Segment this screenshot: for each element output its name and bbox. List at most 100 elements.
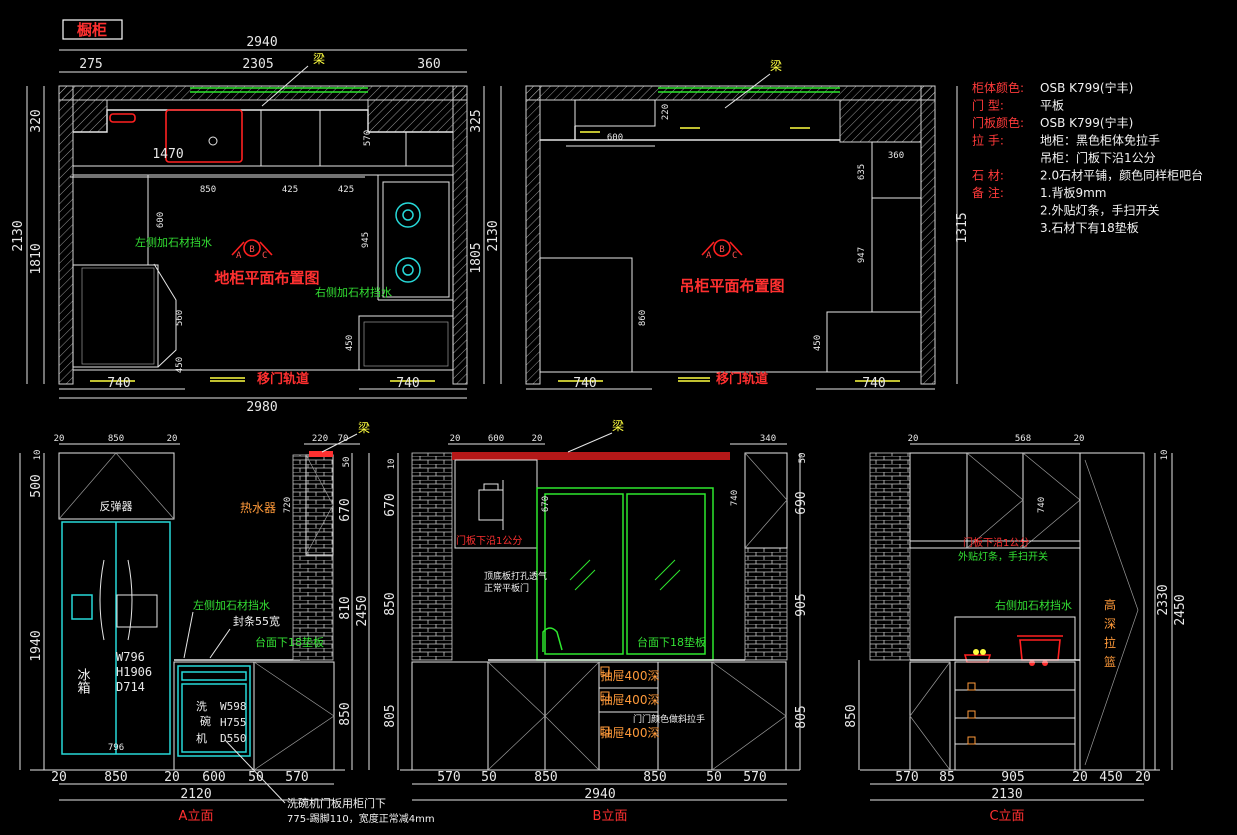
sink — [165, 109, 243, 163]
dim-top-right: 360 — [417, 57, 440, 72]
b-vent-note-2: 正常平板门 — [484, 582, 529, 594]
sheet-title-box: 橱柜 — [62, 19, 123, 40]
dim-sink-width: 1470 — [152, 147, 183, 162]
fridge-label: 冰箱 — [75, 668, 91, 694]
dim-right-total: 2130 — [486, 220, 501, 251]
a-dim-10: 10 — [33, 450, 43, 461]
dim-945: 945 — [361, 232, 371, 248]
spec-value: OSB K799(宁丰) — [1040, 80, 1133, 95]
b-dim-r805: 805 — [794, 705, 809, 728]
spec-key: 拉 手: — [972, 133, 1004, 148]
heater-label: 热水器 — [240, 501, 276, 515]
spec-key: 门板颜色: — [972, 115, 1024, 130]
dim-left-bottom: 1810 — [29, 243, 44, 274]
spec-value: 1.背板9mm — [1040, 186, 1106, 200]
a-dim-total: 2120 — [180, 787, 211, 802]
dim-top-mid: 2305 — [242, 57, 273, 72]
wall-cabinet-plan: B A C 吊柜平面布置图 移门轨道 梁 1315 220 600 360 63… — [525, 58, 970, 391]
b-grip-note: 门门颜色做斜拉手 — [633, 713, 705, 725]
b-dim-20: 20 — [450, 434, 461, 444]
c-light-note: 外贴灯条，手扫开关 — [958, 550, 1048, 563]
fridge-base: 796 — [108, 743, 124, 753]
a-dim-r670: 670 — [338, 498, 353, 521]
elevation-b-title: B立面 — [593, 809, 628, 824]
c-basket-3: 拉 — [1104, 635, 1116, 650]
wall-plan-title: 吊柜平面布置图 — [679, 277, 784, 295]
c-dim-r2330: 2330 — [1156, 584, 1171, 615]
a-dim-b600: 600 — [202, 770, 225, 785]
dw-h: H755 — [220, 716, 247, 729]
a-dim-r850: 850 — [338, 702, 353, 725]
wall-door-track: 移门轨道 — [716, 371, 768, 387]
elevation-a: 反弹器 冰箱 W796 H1906 D714 796 洗 碗 机 W598 — [19, 420, 435, 825]
a-note-2: 775-踢脚110，宽度正常减4mm — [287, 812, 435, 825]
window — [536, 487, 714, 661]
spec-key: 柜体颜色: — [972, 80, 1024, 95]
view-marker: B A C — [231, 239, 273, 261]
c-basket-1: 高 — [1104, 597, 1116, 612]
dim-425b: 425 — [338, 185, 354, 195]
spec-value: 平板 — [1040, 99, 1064, 113]
dim-wall-bottom-right: 740 — [862, 376, 885, 391]
dim-bottom-right: 740 — [396, 376, 419, 391]
a-dim-r810: 810 — [338, 596, 353, 619]
svg-text:B: B — [719, 245, 724, 255]
b-vent-note-1: 顶底板打孔透气 — [484, 570, 547, 582]
dim-570: 570 — [363, 130, 373, 146]
b-dim-b850b: 850 — [643, 770, 666, 785]
dim-right-top: 325 — [469, 109, 484, 132]
a-dim-220: 220 — [312, 434, 328, 444]
b-dim-b50b: 50 — [706, 770, 722, 785]
b-dim-r905: 905 — [794, 593, 809, 616]
dishwasher: 洗 碗 机 W598 H755 D550 — [177, 665, 251, 757]
c-dim-b20: 20 — [1072, 770, 1088, 785]
dim-wall-bottom-left: 740 — [573, 376, 596, 391]
fridge-d: D714 — [116, 680, 145, 694]
dim-450a: 450 — [345, 335, 355, 351]
c-basket-4: 篮 — [1104, 654, 1116, 669]
dw-w: W598 — [220, 700, 247, 713]
b-dim-r690: 690 — [794, 491, 809, 514]
a-dim-r2450: 2450 — [355, 595, 370, 626]
a-dim-70: 70 — [338, 434, 349, 444]
dim-bottom-left: 740 — [107, 376, 130, 391]
dim-wall-635: 635 — [857, 164, 867, 180]
dim-right-bottom: 1805 — [469, 242, 484, 273]
spec-value: OSB K799(宁丰) — [1040, 115, 1133, 130]
dw-label-1: 洗 — [196, 700, 207, 713]
c-basket-2: 深 — [1104, 617, 1116, 631]
a-dim-b20: 20 — [51, 770, 67, 785]
svg-text:C: C — [262, 251, 267, 261]
elevation-c-title: C立面 — [989, 809, 1024, 824]
c-dim-r10: 10 — [1160, 450, 1170, 461]
a-beam-label: 梁 — [358, 420, 370, 435]
dw-label-2: 碗 — [200, 714, 211, 728]
left-stone-note: 左侧加石材挡水 — [135, 235, 212, 249]
b-hanger-note: 门板下沿1公分 — [456, 534, 522, 547]
svg-text:C: C — [732, 251, 737, 261]
spec-value: 吊柜：门板下沿1公分 — [1040, 150, 1156, 165]
cooktop — [382, 181, 450, 298]
drawer-2: 抽屉400深 — [601, 693, 660, 707]
c-dim-b450: 450 — [1099, 770, 1122, 785]
dim-bottom-total: 2980 — [246, 400, 277, 415]
base-door-track: 移门轨道 — [257, 371, 309, 387]
view-marker-2: B A C — [701, 239, 743, 261]
a-dim-b570: 570 — [285, 770, 308, 785]
elevation-b: 门板下沿1公分 顶底板打孔透气 正常平板门 — [383, 418, 809, 824]
a-dim-850: 850 — [108, 434, 124, 444]
c-dim-568: 568 — [1015, 434, 1031, 444]
spec-value: 2.0石材平铺，颜色同样柜吧台 — [1040, 168, 1203, 183]
spec-value: 2.外贴灯条，手扫开关 — [1040, 204, 1159, 218]
c-dim-b570: 570 — [895, 770, 918, 785]
b-dim-total: 2940 — [584, 787, 615, 802]
c-dim-b905: 905 — [1001, 770, 1024, 785]
dim-wall-450: 450 — [813, 335, 823, 351]
dim-wall-860: 860 — [638, 310, 648, 326]
wall-beam-label: 梁 — [770, 58, 782, 73]
b-dim-340: 340 — [760, 434, 776, 444]
spec-key: 备 注: — [972, 185, 1004, 200]
a-dim-b850: 850 — [104, 770, 127, 785]
b-dim-850: 850 — [383, 592, 398, 615]
